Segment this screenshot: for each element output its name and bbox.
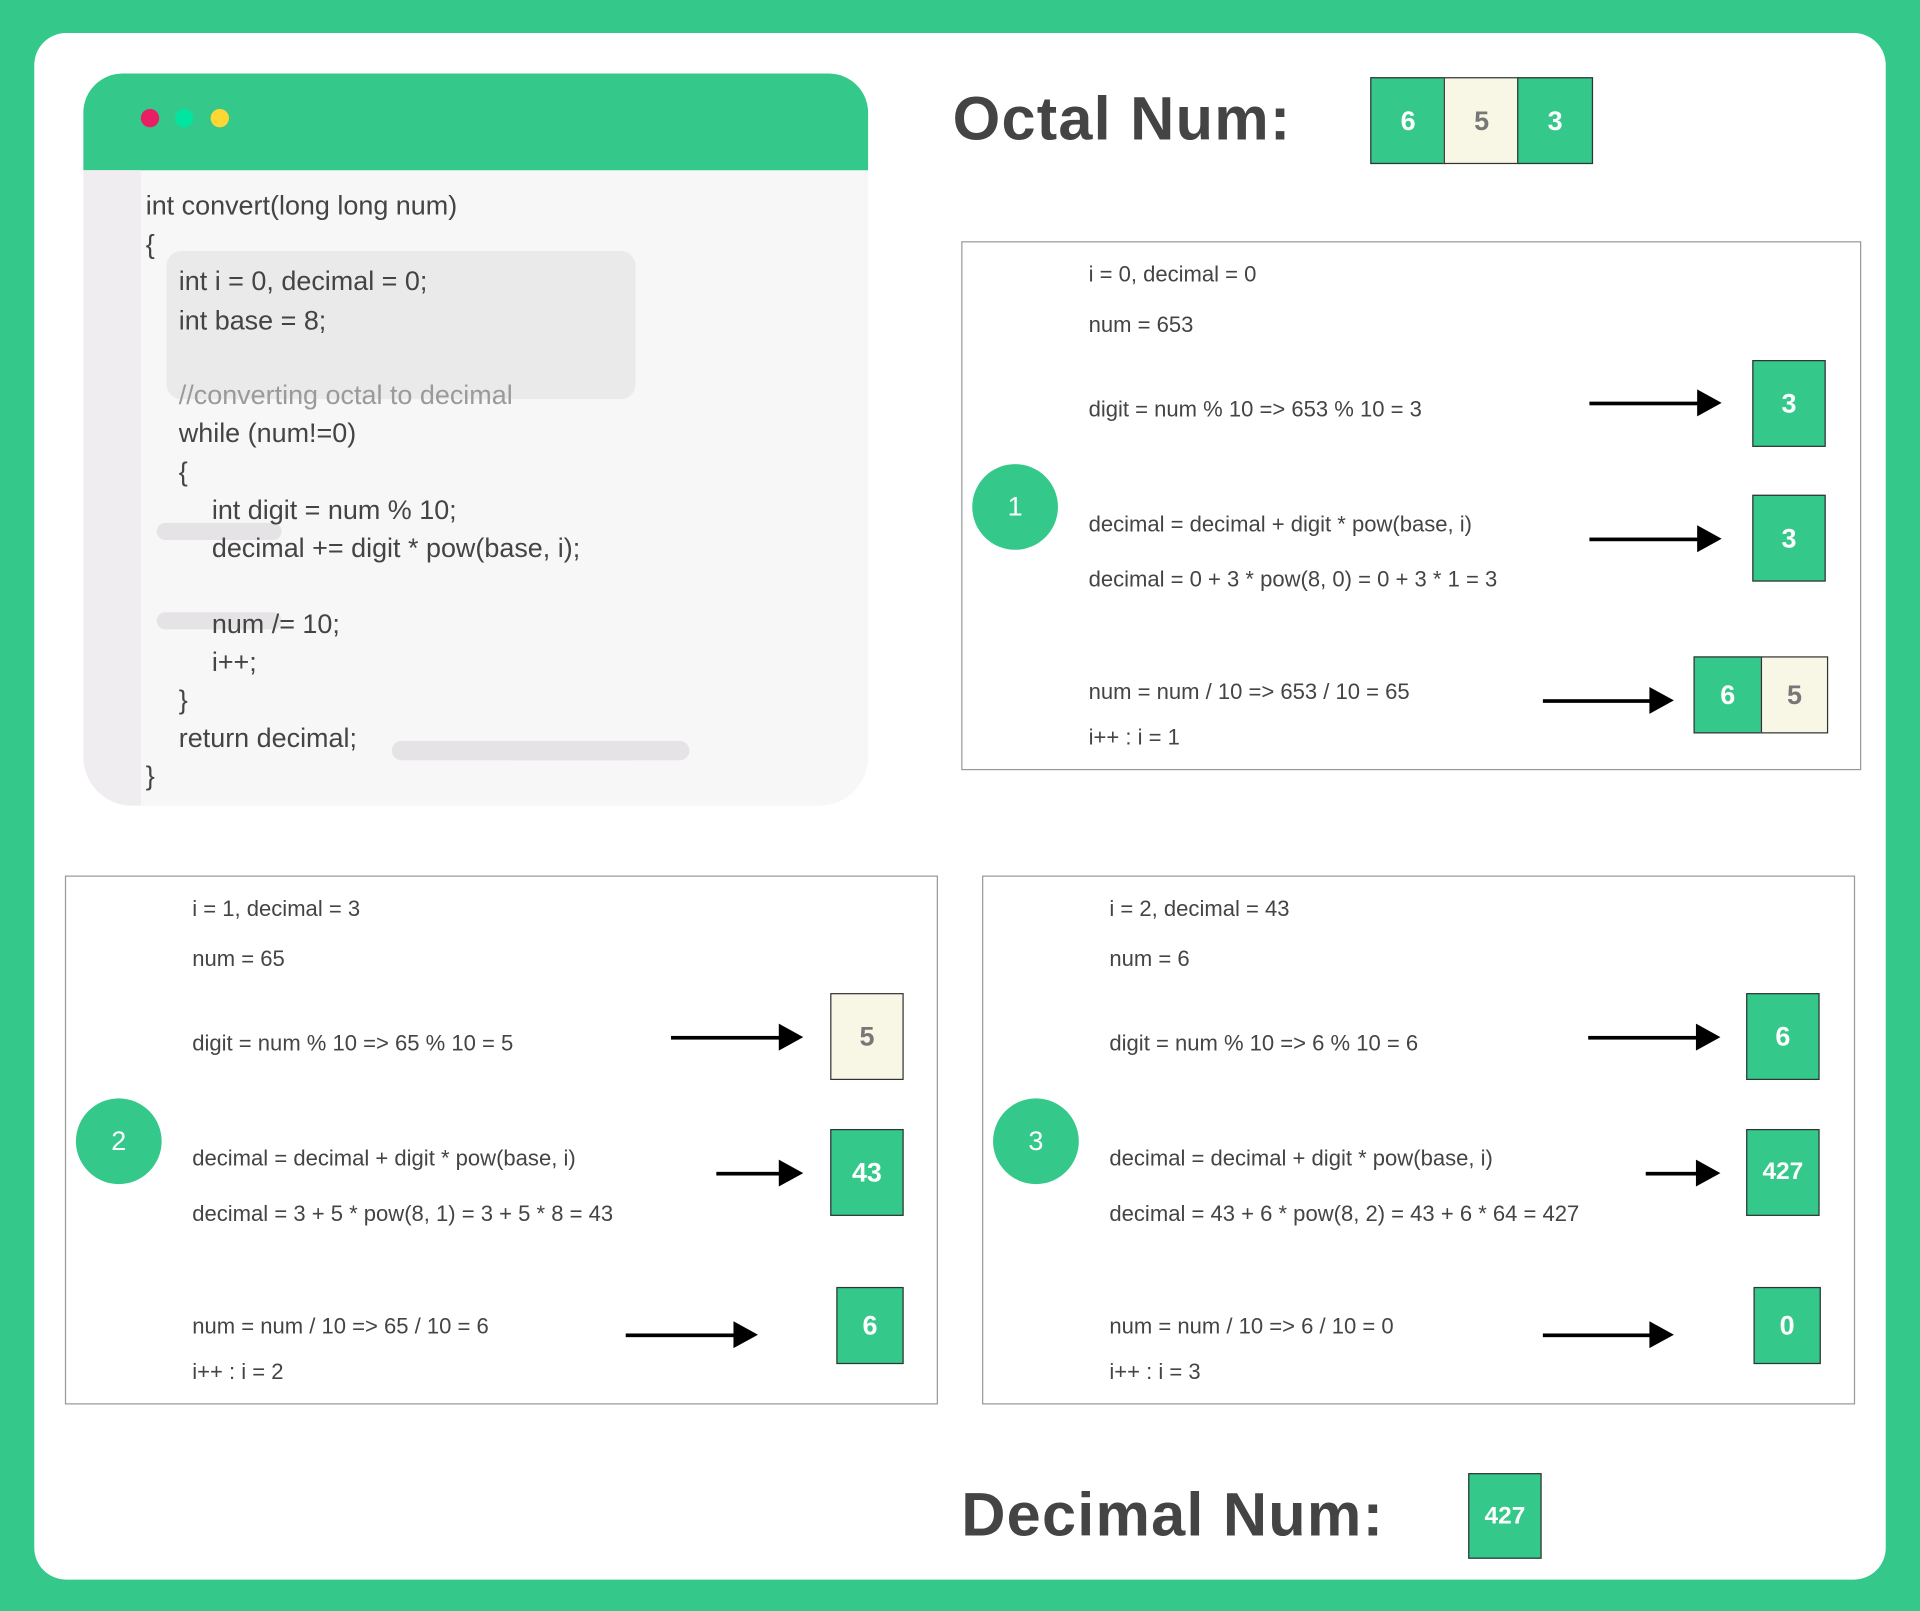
num-line: num = 653 xyxy=(1088,312,1194,337)
code-line: int base = 8; xyxy=(178,304,327,336)
digit-box: 6 xyxy=(1746,993,1820,1081)
digit-box: 5 xyxy=(830,993,904,1081)
code-highlight-pill xyxy=(156,612,282,630)
code-line: return decimal; xyxy=(178,722,357,754)
code-window: int convert(long long num) { int i = 0, … xyxy=(83,73,869,806)
decimal-calc-line: decimal = 3 + 5 * pow(8, 1) = 3 + 5 * 8 … xyxy=(192,1201,614,1226)
arrow-right-icon xyxy=(625,1321,758,1349)
code-highlight-block xyxy=(166,251,636,400)
arrow-right-icon xyxy=(1645,1159,1721,1187)
code-line: } xyxy=(178,684,188,716)
decimal-box: 43 xyxy=(830,1128,904,1216)
step-number-badge: 1 xyxy=(972,464,1058,550)
arrow-right-icon xyxy=(671,1023,804,1051)
code-gutter xyxy=(83,170,141,806)
window-titlebar xyxy=(83,73,869,171)
code-line: { xyxy=(178,456,188,488)
decimal-formula-line: decimal = decimal + digit * pow(base, i) xyxy=(1109,1146,1493,1171)
arrow-right-icon xyxy=(1589,389,1722,417)
increment-line: i++ : i = 2 xyxy=(192,1359,284,1384)
num-line: num = 65 xyxy=(192,946,285,972)
decimal-result-box: 427 xyxy=(1468,1473,1542,1559)
octal-num-label: Octal Num: xyxy=(952,84,1292,154)
code-line: i++; xyxy=(211,646,257,678)
num-box: 0 xyxy=(1753,1286,1821,1365)
code-line: num /= 10; xyxy=(211,608,340,640)
increment-line: i++ : i = 3 xyxy=(1109,1359,1201,1384)
close-dot-icon xyxy=(140,108,160,128)
maximize-dot-icon xyxy=(210,108,229,128)
arrow-right-icon xyxy=(1542,1321,1674,1349)
step-panel-1: 1 i = 0, decimal = 0 num = 653 digit = n… xyxy=(961,241,1862,771)
octal-digit-cell: 3 xyxy=(1517,77,1594,165)
digit-box: 3 xyxy=(1752,360,1826,447)
step-panel-2: 2 i = 1, decimal = 3 num = 65 digit = nu… xyxy=(64,875,938,1405)
minimize-dot-icon xyxy=(175,108,194,128)
code-line: decimal += digit * pow(base, i); xyxy=(211,532,581,564)
num-divide-line: num = num / 10 => 653 / 10 = 65 xyxy=(1088,679,1410,705)
num-line: num = 6 xyxy=(1109,946,1190,972)
decimal-box: 427 xyxy=(1746,1128,1820,1216)
arrow-right-icon xyxy=(1542,686,1674,714)
arrow-right-icon xyxy=(716,1159,804,1187)
code-comment: //converting octal to decimal xyxy=(178,379,513,411)
digit-line: digit = num % 10 => 6 % 10 = 6 xyxy=(1109,1031,1419,1056)
decimal-calc-line: decimal = 43 + 6 * pow(8, 2) = 43 + 6 * … xyxy=(1109,1201,1580,1226)
octal-digit-cell: 6 xyxy=(1370,77,1447,165)
decimal-formula-line: decimal = decimal + digit * pow(base, i) xyxy=(192,1146,576,1171)
code-highlight-pill xyxy=(391,740,690,761)
step-number-badge: 2 xyxy=(75,1098,162,1185)
code-line: int i = 0, decimal = 0; xyxy=(178,265,428,297)
state-line: i = 1, decimal = 3 xyxy=(192,896,361,921)
state-line: i = 0, decimal = 0 xyxy=(1088,262,1257,287)
step-panel-3: 3 i = 2, decimal = 43 num = 6 digit = nu… xyxy=(982,875,1856,1405)
code-line: int convert(long long num) xyxy=(145,189,458,221)
digit-line: digit = num % 10 => 65 % 10 = 5 xyxy=(192,1031,514,1056)
octal-digit-cell: 5 xyxy=(1443,77,1520,165)
digit-line: digit = num % 10 => 653 % 10 = 3 xyxy=(1088,396,1422,422)
num-box: 5 xyxy=(1760,656,1829,734)
arrow-right-icon xyxy=(1588,1023,1721,1051)
code-highlight-pill xyxy=(156,522,282,541)
num-box: 6 xyxy=(1693,656,1763,734)
increment-line: i++ : i = 1 xyxy=(1088,724,1180,750)
num-box: 6 xyxy=(836,1286,904,1365)
decimal-formula-line: decimal = decimal + digit * pow(base, i) xyxy=(1088,511,1473,537)
code-line: int digit = num % 10; xyxy=(211,494,457,526)
decimal-box: 3 xyxy=(1752,494,1826,582)
arrow-right-icon xyxy=(1589,525,1722,553)
num-divide-line: num = num / 10 => 6 / 10 = 0 xyxy=(1109,1313,1394,1339)
step-number-badge: 3 xyxy=(993,1098,1079,1185)
decimal-num-label: Decimal Num: xyxy=(961,1480,1385,1549)
decimal-calc-line: decimal = 0 + 3 * pow(8, 0) = 0 + 3 * 1 … xyxy=(1088,566,1498,592)
code-line: { xyxy=(145,228,155,260)
code-line: while (num!=0) xyxy=(178,417,357,449)
code-line: } xyxy=(145,760,155,792)
num-divide-line: num = num / 10 => 65 / 10 = 6 xyxy=(192,1313,489,1339)
state-line: i = 2, decimal = 43 xyxy=(1109,896,1290,921)
